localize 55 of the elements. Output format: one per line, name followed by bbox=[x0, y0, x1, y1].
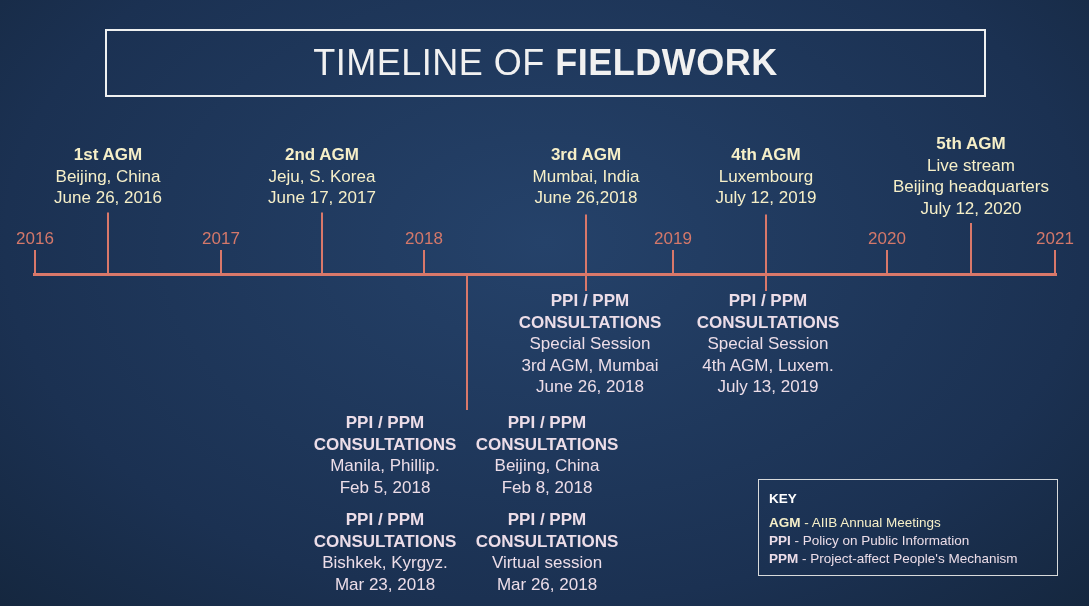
event-detail: Special Session bbox=[528, 333, 652, 355]
event-detail: Beijing headquarters bbox=[892, 176, 1050, 198]
event-detail: June 26,2018 bbox=[533, 187, 639, 209]
event-title: PPI / PPM CONSULTATIONS bbox=[517, 290, 663, 333]
event-detail: Beijing, China bbox=[54, 165, 162, 187]
event-detail: 3rd AGM, Mumbai bbox=[520, 354, 660, 376]
event-detail: Virtual session bbox=[490, 552, 604, 574]
year-label: 2018 bbox=[405, 229, 443, 249]
event-detail: Bishkek, Kyrgyz. bbox=[321, 552, 449, 574]
event-title: 5th AGM bbox=[935, 133, 1007, 155]
connector-line bbox=[970, 222, 972, 274]
event-detail: Special Session bbox=[706, 333, 830, 355]
key-entry: PPM - Project-affect People's Mechanism bbox=[769, 550, 1019, 568]
event-detail: July 12, 2019 bbox=[714, 187, 818, 209]
event-title: PPI / PPM CONSULTATIONS bbox=[474, 509, 620, 552]
event-title: PPI / PPM CONSULTATIONS bbox=[312, 509, 458, 552]
timeline-axis bbox=[33, 273, 1057, 276]
connector-line bbox=[107, 211, 109, 274]
key-entry: PPI - Policy on Public Information bbox=[769, 532, 971, 550]
connector-line bbox=[321, 211, 323, 274]
event-detail: Mumbai, India bbox=[531, 165, 641, 187]
year-label: 2016 bbox=[16, 229, 54, 249]
event-title: PPI / PPM CONSULTATIONS bbox=[695, 290, 841, 333]
event-title: 2nd AGM bbox=[284, 144, 360, 166]
event-title: 3rd AGM bbox=[549, 144, 623, 166]
event-detail: Jeju, S. Korea bbox=[267, 165, 377, 187]
year-label: 2021 bbox=[1036, 229, 1074, 249]
event-detail: July 12, 2020 bbox=[919, 197, 1023, 219]
event-detail: 4th AGM, Luxem. bbox=[701, 354, 835, 376]
key-heading: KEY bbox=[769, 490, 798, 508]
event-title: PPI / PPM CONSULTATIONS bbox=[312, 412, 458, 455]
key-panel bbox=[758, 479, 1058, 576]
event-detail: Feb 5, 2018 bbox=[338, 476, 432, 498]
event-detail: Feb 8, 2018 bbox=[500, 476, 594, 498]
event-title: 4th AGM bbox=[730, 144, 802, 166]
event-detail: June 17, 2017 bbox=[267, 187, 377, 209]
title-banner: TIMELINE OF FIELDWORK bbox=[105, 29, 986, 97]
event-detail: Mar 26, 2018 bbox=[495, 573, 599, 595]
event-title: PPI / PPM CONSULTATIONS bbox=[474, 412, 620, 455]
connector-line bbox=[585, 213, 587, 292]
event-detail: Luxembourg bbox=[717, 165, 815, 187]
year-label: 2019 bbox=[654, 229, 692, 249]
event-detail: Manila, Phillip. bbox=[329, 455, 441, 477]
connector-line bbox=[765, 213, 767, 292]
event-title: 1st AGM bbox=[72, 144, 144, 166]
event-detail: June 26, 2018 bbox=[535, 376, 645, 398]
year-label: 2017 bbox=[202, 229, 240, 249]
event-detail: July 13, 2019 bbox=[716, 376, 820, 398]
key-entry: AGM - AIIB Annual Meetings bbox=[769, 514, 942, 532]
event-detail: Mar 23, 2018 bbox=[333, 573, 437, 595]
year-label: 2020 bbox=[868, 229, 906, 249]
event-detail: Beijing, China bbox=[493, 455, 601, 477]
connector-line bbox=[466, 275, 468, 411]
event-detail: Live stream bbox=[926, 154, 1016, 176]
event-detail: June 26, 2016 bbox=[53, 187, 163, 209]
